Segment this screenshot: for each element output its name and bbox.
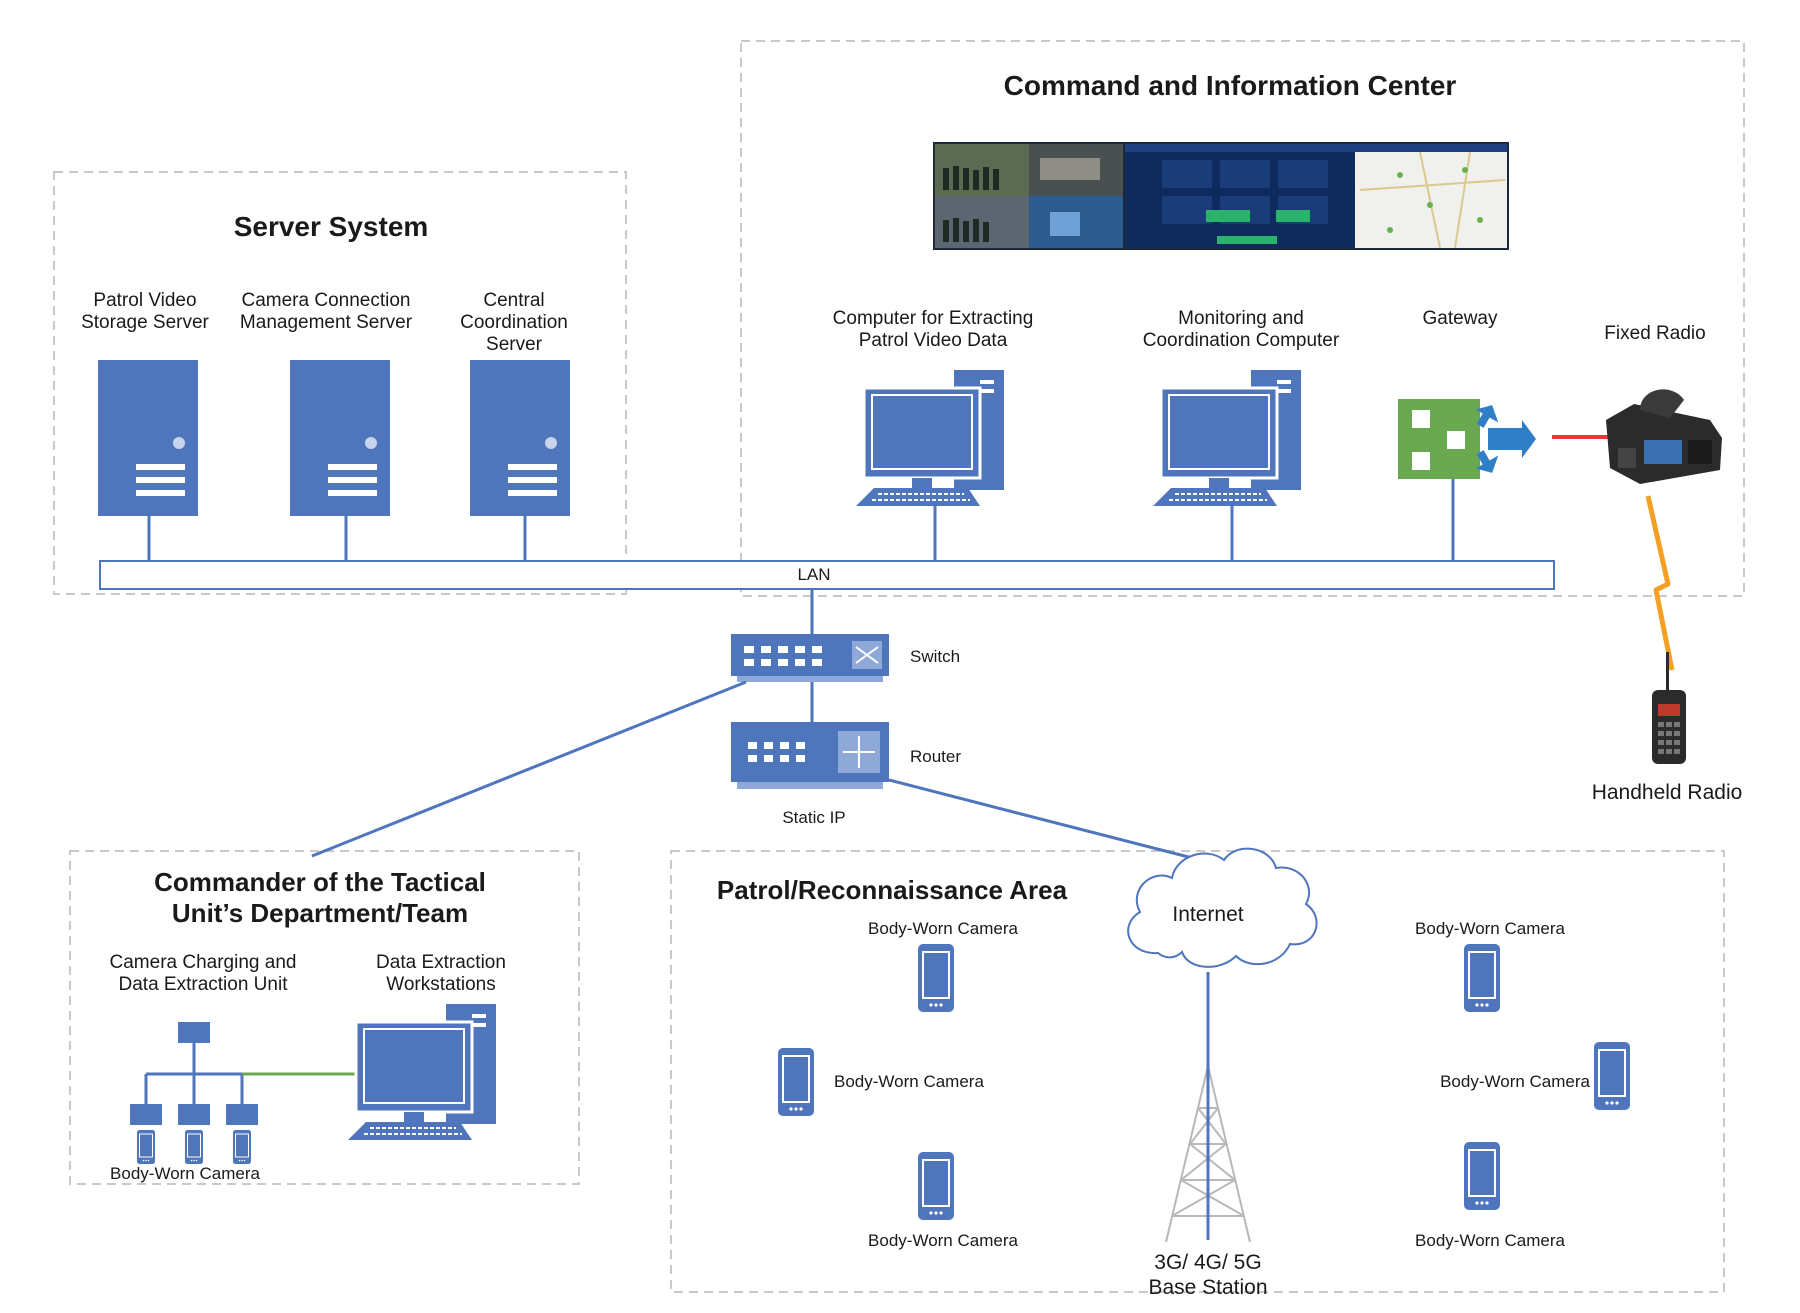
switch-label: Switch [910, 647, 960, 666]
workstation-computer-icon [348, 1004, 498, 1140]
camera-label-4: Body-Worn Camera [1415, 919, 1565, 938]
command-center-box [740, 40, 1745, 597]
body-camera-icon-2 [778, 1048, 814, 1116]
monitor-computer-label: Monitoring and [1178, 308, 1304, 329]
wireless-link-icon [1645, 495, 1675, 671]
coordination-server-label-2: Coordination [460, 312, 568, 333]
body-camera-icon-6 [1464, 1142, 1500, 1210]
camera-label-6: Body-Worn Camera [1415, 1231, 1565, 1250]
gateway-label: Gateway [1423, 308, 1498, 329]
coordination-server-label: Central [483, 290, 544, 311]
storage-server-label: Patrol Video [93, 290, 196, 311]
fixed-radio-label: Fixed Radio [1604, 323, 1705, 344]
tactical-unit-box [69, 850, 580, 1185]
camera-mgmt-server-label-2: Management Server [240, 312, 413, 333]
camera-label-2: Body-Worn Camera [834, 1072, 984, 1091]
body-camera-icon-1 [918, 944, 954, 1012]
tactical-unit-title-2: Unit’s Department/Team [172, 898, 468, 928]
switch-icon [731, 634, 889, 682]
internet-label: Internet [1172, 903, 1243, 926]
patrol-area-box [670, 850, 1725, 1293]
monitor-computer-label-2: Coordination Computer [1143, 330, 1340, 351]
base-station-tower-icon [1165, 1065, 1251, 1243]
lan-bar [99, 560, 1555, 590]
base-station-label: 3G/ 4G/ 5G [1154, 1251, 1261, 1274]
camera-label-3: Body-Worn Camera [868, 1231, 1018, 1250]
body-camera-icon-4 [1464, 944, 1500, 1012]
video-wall-screenshot [933, 142, 1509, 250]
dock-camera-icon-2 [185, 1130, 203, 1164]
charging-unit-label-2: Data Extraction Unit [119, 974, 289, 995]
router-icon [731, 722, 889, 789]
base-station-label-2: Base Station [1148, 1276, 1267, 1299]
server-system-title: Server System [234, 211, 429, 242]
extract-computer-label-2: Patrol Video Data [859, 330, 1008, 351]
charging-unit-icon [130, 1022, 258, 1125]
storage-server-label-2: Storage Server [81, 312, 209, 333]
server-system-box [53, 171, 627, 595]
lan-label: LAN [797, 565, 830, 584]
camera-label-1: Body-Worn Camera [868, 919, 1018, 938]
fixed-radio-icon [1606, 389, 1722, 484]
storage-server-icon [98, 360, 198, 516]
monitor-computer-icon [1153, 370, 1303, 506]
handheld-radio-label: Handheld Radio [1592, 781, 1743, 804]
static-ip-label: Static IP [782, 808, 845, 827]
charging-unit-label: Camera Charging and [110, 952, 297, 973]
extract-computer-icon [856, 370, 1006, 506]
workstations-label: Data Extraction [376, 952, 506, 973]
camera-label-5: Body-Worn Camera [1440, 1072, 1590, 1091]
coordination-server-icon [470, 360, 570, 516]
body-camera-icon-5 [1594, 1042, 1630, 1110]
router-internet-link [888, 778, 1209, 864]
coordination-server-label-3: Server [486, 334, 543, 355]
workstations-label-2: Workstations [386, 974, 495, 995]
switch-tactical-link [311, 680, 747, 858]
camera-mgmt-server-label: Camera Connection [242, 290, 411, 311]
gateway-icon [1398, 399, 1536, 479]
router-label: Router [910, 747, 961, 766]
camera-mgmt-server-icon [290, 360, 390, 516]
dock-camera-icon-3 [233, 1130, 251, 1164]
patrol-area-title: Patrol/Reconnaissance Area [717, 875, 1068, 905]
tactical-unit-title: Commander of the Tactical [154, 867, 486, 897]
internet-cloud-icon [1127, 847, 1318, 968]
command-center-title: Command and Information Center [1004, 70, 1457, 101]
handheld-radio-icon [1652, 652, 1686, 764]
dock-camera-icon-1 [137, 1130, 155, 1164]
lan-drop-lines [147, 479, 1455, 560]
body-camera-icon-3 [918, 1152, 954, 1220]
extract-computer-label: Computer for Extracting [833, 308, 1034, 329]
dock-camera-label: Body-Worn Camera [110, 1164, 260, 1183]
